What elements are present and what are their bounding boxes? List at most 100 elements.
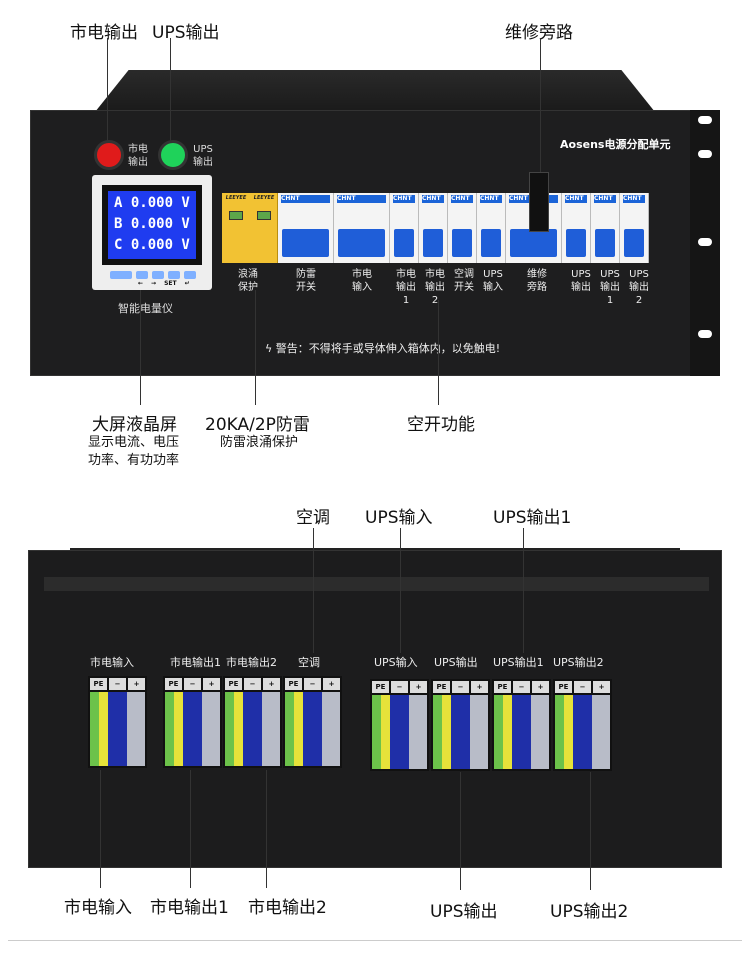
meter-buttons[interactable] [110, 271, 196, 279]
terminal-label: 市电输入 [90, 656, 134, 669]
lcd-row-a: A 0.000 V [114, 195, 190, 211]
circuit-breaker[interactable]: CHNT [334, 193, 390, 263]
circuit-breaker[interactable]: CHNT [620, 193, 649, 263]
neg-pole: − [109, 678, 126, 690]
circuit-breaker[interactable]: CHNT [591, 193, 620, 263]
breaker-handle[interactable] [624, 229, 644, 257]
lcd-row-c: C 0.000 V [114, 237, 190, 253]
terminal-label: UPS输出2 [553, 656, 604, 669]
breaker-handle[interactable] [394, 229, 414, 257]
terminal-label: UPS输出 [434, 656, 478, 669]
warning-text: ϟ 警告：不得将手或导体伸入箱体内，以免触电! [265, 340, 500, 356]
callout-lcd: 大屏液晶屏 [92, 415, 177, 435]
lcd-row-b: B 0.000 V [114, 216, 190, 232]
breaker-label: UPS 输出 1 [600, 269, 620, 306]
brand-label: CHNT [281, 195, 330, 203]
terminal-block[interactable]: PE−+ [492, 679, 551, 771]
breaker-label: 市电 输出 1 [396, 269, 416, 306]
pos-pole: + [323, 678, 340, 690]
spd-window [229, 211, 243, 220]
neg-pole: − [304, 678, 321, 690]
brand-label: CHNT [451, 195, 473, 203]
spd-brand-label: LEEYEE [225, 195, 247, 201]
rear-lip [44, 577, 709, 591]
mains-output-lamp [94, 140, 124, 170]
breaker-handle[interactable] [481, 229, 501, 257]
circuit-breaker[interactable]: CHNT [419, 193, 448, 263]
brand-label: CHNT [337, 195, 386, 203]
pe-pole: PE [165, 678, 182, 690]
terminal-block[interactable]: PE−+ [283, 676, 342, 768]
chassis-top [95, 70, 655, 112]
terminal-label: 市电输出1 [170, 656, 221, 669]
breaker-handle[interactable] [595, 229, 615, 257]
left-key[interactable]: ← [138, 280, 144, 287]
circuit-breaker[interactable]: CHNT [562, 193, 591, 263]
callout-spd-sub: 防雷浪涌保护 [220, 435, 299, 450]
callout-ups-out1: UPS输出1 [493, 508, 572, 528]
breaker-label: 维修 旁路 [527, 269, 547, 293]
breaker-handle[interactable] [423, 229, 443, 257]
terminal-block[interactable]: PE−+ [223, 676, 282, 768]
terminal-block[interactable]: PE−+ [553, 679, 612, 771]
breaker-label: 空调 开关 [454, 269, 474, 293]
callout-spd: 20KA/2P防雷 [205, 415, 310, 435]
breaker-handle[interactable] [452, 229, 472, 257]
circuit-breaker[interactable]: CHNT [448, 193, 477, 263]
circuit-breaker[interactable]: CHNT [278, 193, 334, 263]
lightning-icon: ϟ [265, 342, 276, 355]
pos-pole: + [263, 678, 280, 690]
terminal-block[interactable]: PE−+ [88, 676, 147, 768]
bypass-lock-cover[interactable] [529, 172, 549, 232]
brand-label: CHNT [393, 195, 415, 203]
breaker-handle[interactable] [510, 229, 557, 257]
pe-pole: PE [494, 681, 511, 693]
callout-bypass: 维修旁路 [505, 23, 573, 43]
pos-pole: + [532, 681, 549, 693]
terminal-label: 市电输出2 [226, 656, 277, 669]
divider [8, 940, 742, 941]
neg-pole: − [513, 681, 530, 693]
callout-rear-mains-in: 市电输入 [64, 898, 132, 918]
right-key[interactable]: → [151, 280, 157, 287]
neg-pole: − [574, 681, 591, 693]
callout-ups-output: UPS输出 [152, 23, 220, 43]
neg-pole: − [184, 678, 201, 690]
brand-label: CHNT [623, 195, 645, 203]
callout-rear-ups-out: UPS输出 [430, 902, 498, 922]
neg-pole: − [452, 681, 469, 693]
unit-title: Aosens电源分配单元 [560, 138, 671, 151]
terminal-label: 空调 [298, 656, 320, 669]
pos-pole: + [471, 681, 488, 693]
terminal-block[interactable]: PE−+ [370, 679, 429, 771]
brand-label: CHNT [594, 195, 616, 203]
terminal-block[interactable]: PE−+ [163, 676, 222, 768]
pe-pole: PE [555, 681, 572, 693]
brand-label: CHNT [422, 195, 444, 203]
callout-mcb: 空开功能 [407, 415, 475, 435]
neg-pole: − [244, 678, 261, 690]
meter-label: 智能电量仪 [118, 302, 173, 315]
circuit-breaker[interactable]: CHNT [477, 193, 506, 263]
brand-label: CHNT [565, 195, 587, 203]
lcd-screen: A 0.000 V B 0.000 V C 0.000 V [108, 191, 196, 259]
terminal-label: UPS输入 [374, 656, 418, 669]
spd-window [257, 211, 271, 220]
breaker-label: 市电 输出 2 [425, 269, 445, 306]
terminal-block[interactable]: PE−+ [431, 679, 490, 771]
neg-pole: − [391, 681, 408, 693]
set-key[interactable]: SET [164, 280, 177, 287]
callout-rear-mains-out1: 市电输出1 [150, 898, 229, 918]
breaker-label: UPS 输出 [571, 269, 591, 293]
terminal-label: UPS输出1 [493, 656, 544, 669]
breaker-handle[interactable] [338, 229, 385, 257]
circuit-breaker[interactable]: CHNT [390, 193, 419, 263]
pe-pole: PE [433, 681, 450, 693]
breaker-handle[interactable] [566, 229, 586, 257]
callout-mains-output: 市电输出 [70, 23, 138, 43]
enter-key[interactable]: ↵ [184, 280, 190, 287]
pe-pole: PE [372, 681, 389, 693]
breaker-handle[interactable] [282, 229, 329, 257]
